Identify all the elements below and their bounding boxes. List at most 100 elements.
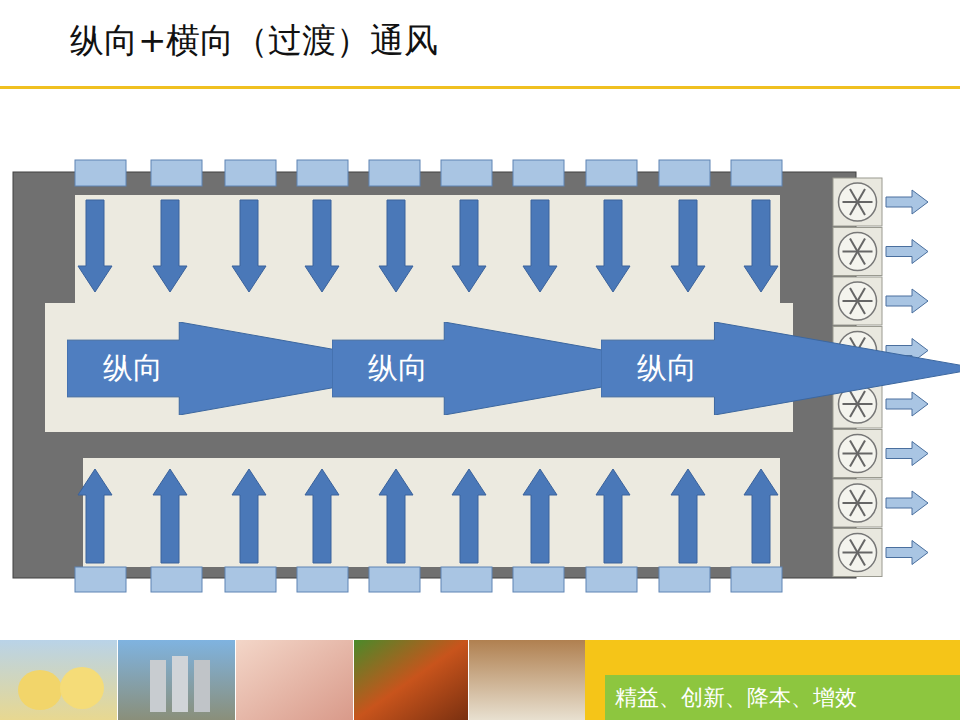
airflow-arrow: [78, 200, 112, 292]
exhaust-fan: [833, 228, 928, 276]
fan-blade: [850, 540, 865, 566]
air-inlet: [441, 567, 492, 592]
photo-skewers: [354, 640, 468, 720]
photo-family: [469, 640, 585, 720]
silo-symbol: [150, 660, 166, 712]
air-inlet: [369, 567, 420, 592]
fan-frame: [833, 529, 882, 577]
air-inlet: [441, 160, 492, 186]
airflow-arrow: [153, 200, 187, 292]
fan-ring: [839, 435, 877, 473]
arrow-outline: [332, 322, 706, 415]
exhaust-fan: [833, 479, 928, 527]
flow-label: 纵向: [637, 348, 697, 389]
exhaust-fan: [833, 430, 928, 478]
fan-ring: [839, 534, 877, 572]
arrow-outline: [601, 322, 960, 415]
arrow-outline: [67, 322, 441, 415]
airflow-arrow: [305, 469, 339, 563]
fan-ring: [839, 484, 877, 522]
fan-frame: [833, 430, 882, 478]
fan-blade: [850, 288, 865, 314]
airflow-arrow: [78, 469, 112, 563]
airflow-arrow: [232, 200, 266, 292]
slide-title: 纵向+横向（过渡）通风: [70, 18, 439, 64]
air-inlet: [225, 160, 276, 186]
flow-label: 纵向: [103, 348, 163, 389]
exhaust-fan: [833, 529, 928, 577]
exhaust-arrow: [886, 491, 928, 515]
air-inlet: [75, 160, 126, 186]
air-inlet: [513, 567, 564, 592]
exhaust-fan: [833, 178, 928, 226]
airflow-arrow: [452, 200, 486, 292]
photo-chicks: [0, 640, 117, 720]
exhaust-arrow: [886, 289, 928, 313]
fan-frame: [833, 228, 882, 276]
exhaust-fan: [833, 277, 928, 325]
fan-blade: [850, 239, 865, 265]
fan-blade: [850, 189, 865, 215]
airflow-arrow: [744, 200, 778, 292]
fan-blade: [850, 441, 865, 467]
air-inlet: [75, 567, 126, 592]
fan-blade: [850, 540, 865, 566]
fan-blade: [850, 490, 865, 516]
fan-blade: [850, 288, 865, 314]
air-inlet: [369, 160, 420, 186]
airflow-arrow: [671, 469, 705, 563]
fan-ring: [839, 282, 877, 320]
air-inlet: [225, 567, 276, 592]
flow-arrow: 纵向: [601, 322, 960, 415]
airflow-arrow: [596, 200, 630, 292]
fan-ring: [839, 233, 877, 271]
fan-blade: [850, 189, 865, 215]
air-inlet: [297, 567, 348, 592]
air-inlet: [586, 567, 637, 592]
chick-symbol: [18, 670, 62, 710]
fan-blade: [850, 441, 865, 467]
air-inlet: [659, 567, 710, 592]
fan-frame: [833, 479, 882, 527]
slogan-band: 精益、创新、降本、增效: [605, 675, 960, 720]
house-floor: [83, 458, 780, 567]
photo-silos: [118, 640, 235, 720]
silo-symbol: [194, 660, 210, 712]
fan-blade: [850, 391, 865, 417]
chick-symbol: [60, 667, 104, 709]
exhaust-arrow: [886, 442, 928, 466]
airflow-arrow: [523, 469, 557, 563]
footer-band: [585, 640, 960, 720]
fan-ring: [839, 183, 877, 221]
airflow-arrow: [379, 200, 413, 292]
airflow-arrow: [379, 469, 413, 563]
fan-frame: [833, 277, 882, 325]
airflow-arrow: [305, 200, 339, 292]
header-rule: [0, 86, 960, 89]
airflow-arrow: [596, 469, 630, 563]
airflow-arrow: [744, 469, 778, 563]
fan-frame: [833, 178, 882, 226]
house-corridor: [45, 303, 793, 432]
exhaust-arrow: [886, 541, 928, 565]
exhaust-arrow: [886, 190, 928, 214]
house-floor: [75, 195, 780, 305]
exhaust-arrow: [886, 392, 928, 416]
slogan-text: 精益、创新、降本、增效: [615, 683, 857, 713]
air-inlet: [731, 160, 782, 186]
airflow-arrow: [523, 200, 557, 292]
fan-blade: [850, 391, 865, 417]
airflow-arrow: [671, 200, 705, 292]
air-inlet: [659, 160, 710, 186]
airflow-arrow: [232, 469, 266, 563]
air-inlet: [151, 160, 202, 186]
flow-label: 纵向: [368, 348, 428, 389]
air-inlet: [586, 160, 637, 186]
exhaust-arrow: [886, 240, 928, 264]
fan-blade: [850, 239, 865, 265]
air-inlet: [297, 160, 348, 186]
silo-symbol: [172, 656, 188, 712]
airflow-arrow: [452, 469, 486, 563]
air-inlet: [151, 567, 202, 592]
